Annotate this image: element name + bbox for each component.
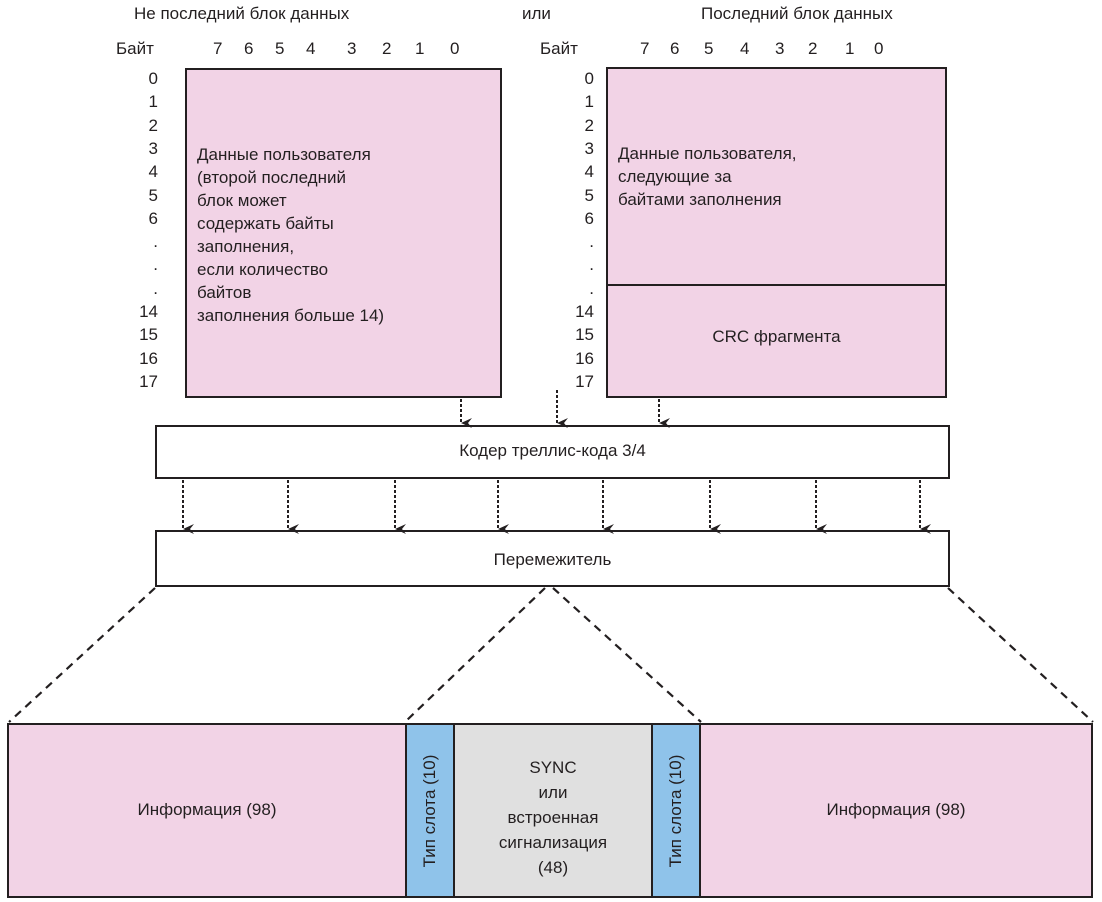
info-right-label: Информация (98)	[826, 800, 966, 819]
byte-row-label: 0	[148, 69, 158, 88]
byte-row-label: 14	[139, 302, 158, 321]
byte-row-label: 17	[139, 371, 158, 391]
left-bit-header: 7 6 5 4 3 2 1 0	[0, 39, 600, 59]
byte-row-label: 16	[575, 348, 594, 368]
bit-label: 6	[244, 39, 254, 58]
byte-row-label: .	[153, 232, 158, 252]
or-label: или	[522, 4, 551, 23]
info-left-field: Информация (98)	[7, 723, 407, 898]
bit-label: 7	[213, 39, 223, 58]
text-line: байтами заполнения	[618, 190, 782, 209]
bit-label: 1	[415, 39, 425, 58]
bit-label: 0	[450, 39, 460, 58]
text-line: (48)	[537, 858, 569, 877]
byte-row-label: 2	[148, 115, 158, 135]
expand-line-right	[947, 587, 1094, 723]
right-bit-header: 7 6 5 4 3 2 1 0	[0, 39, 1102, 59]
bit-label: 3	[775, 39, 785, 58]
byte-row-label: 14	[575, 302, 594, 321]
byte-row-label: 15	[575, 325, 594, 345]
left-byte-header: Байт	[116, 39, 154, 58]
expand-line-center-left	[404, 587, 546, 723]
byte-row-label: 3	[148, 138, 158, 158]
left-data-text: Данные пользователя (второй последний блок…	[197, 143, 384, 327]
right-row-labels: 0 1 2 3 4 5 6... 14 15 16 17	[554, 70, 596, 400]
byte-row-label: .	[153, 255, 158, 275]
byte-row-label: 1	[584, 92, 594, 112]
byte-row-label: 5	[148, 185, 158, 205]
bit-label: 5	[275, 39, 285, 58]
expand-line-left	[8, 587, 156, 723]
info-right-field: Информация (98)	[699, 723, 1093, 898]
byte-row-label: 4	[148, 162, 158, 182]
right-block-title: Последний блок данных	[701, 4, 893, 23]
text-line: заполнения,	[197, 237, 295, 256]
byte-row-label: 1	[148, 92, 158, 112]
text-line: содержать байты	[197, 214, 334, 233]
encoder-label: Кодер треллис-кода 3/4	[459, 441, 646, 460]
bit-label: 6	[670, 39, 680, 58]
byte-row-label: .	[589, 232, 594, 252]
text-line: SYNC	[529, 758, 577, 777]
bit-label: 2	[808, 39, 818, 58]
text-line: заполнения больше 14)	[197, 306, 385, 325]
text-line: Данные пользователя,	[618, 144, 797, 163]
right-data-block: Данные пользователя, следующие за байтами …	[606, 67, 947, 398]
sync-field: SYNC или встроенная сигнализация (48)	[453, 723, 653, 898]
byte-row-label: 16	[139, 348, 158, 368]
text-line: если количество	[197, 260, 329, 279]
byte-row-label: 15	[139, 325, 158, 345]
bit-label: 4	[740, 39, 750, 58]
bit-label: 4	[306, 39, 316, 58]
text-line: (второй последний	[197, 168, 346, 187]
text-line: встроенная	[507, 808, 599, 827]
right-byte-header: Байт	[540, 39, 578, 58]
left-row-labels: 0 1 2 3 4 5 6... 14 15 16 17	[118, 70, 160, 400]
byte-row-label: 3	[584, 138, 594, 158]
bit-label: 2	[382, 39, 392, 58]
byte-row-label: 2	[584, 115, 594, 135]
expand-line-center-right	[552, 587, 702, 723]
left-block-title: Не последний блок данных	[134, 4, 350, 23]
byte-row-label: .	[153, 278, 158, 298]
bit-label: 3	[347, 39, 357, 58]
byte-row-label: 4	[584, 162, 594, 182]
text-line: следующие за	[618, 167, 732, 186]
sync-text: SYNC или встроенная сигнализация (48)	[455, 755, 651, 880]
text-line: байтов	[197, 283, 252, 302]
text-line: Данные пользователя	[197, 145, 371, 164]
bit-label: 5	[704, 39, 714, 58]
bit-label: 1	[845, 39, 855, 58]
byte-row-label: 6	[148, 208, 158, 228]
byte-row-label: .	[589, 255, 594, 275]
byte-row-label: 6	[584, 208, 594, 228]
byte-row-label: 17	[575, 371, 594, 391]
byte-row-label: .	[589, 278, 594, 298]
text-line: сигнализация	[498, 833, 608, 852]
crc-label: CRC фрагмента	[712, 327, 841, 346]
left-data-block: Данные пользователя (второй последний блок…	[185, 68, 502, 398]
bit-label: 7	[640, 39, 650, 58]
text-line: блок может	[197, 191, 287, 210]
interleaver-label: Перемежитель	[493, 550, 612, 569]
bit-label: 0	[874, 39, 884, 58]
crc-divider	[608, 284, 945, 286]
byte-row-label: 5	[584, 185, 594, 205]
right-data-text: Данные пользователя, следующие за байтами …	[618, 142, 797, 211]
byte-row-label: 0	[584, 69, 594, 88]
interleaver-block: Перемежитель	[155, 530, 950, 587]
info-left-label: Информация (98)	[137, 800, 277, 819]
trellis-encoder-block: Кодер треллис-кода 3/4	[155, 425, 950, 479]
text-line: или	[538, 783, 568, 802]
